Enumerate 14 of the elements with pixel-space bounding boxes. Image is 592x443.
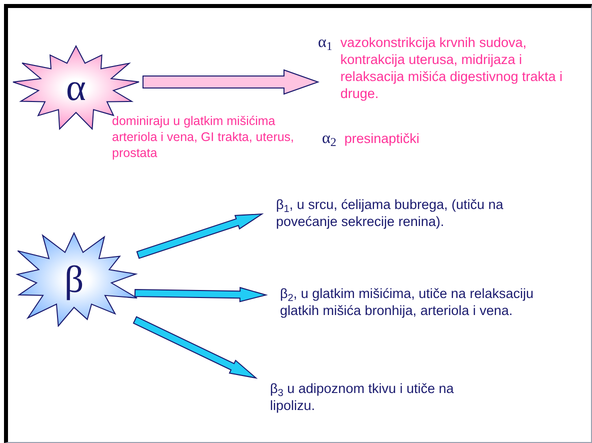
- annotation-text: dominiraju u glatkim mišićima arteriola i vena, GI trakta, uterus, prostata: [112, 113, 296, 161]
- block-arrow: [142, 69, 320, 95]
- greek-letter: α: [66, 68, 86, 106]
- block-arrow: [134, 286, 268, 302]
- receptor-description: β$_{1}$, u srcu, ćelijama bubrega, (utiču na povećanje sekrecije renina).: [276, 196, 504, 230]
- block-arrow: [136, 213, 264, 259]
- greek-letter: β: [64, 260, 84, 298]
- receptor-symbol: α$_{1}$: [318, 34, 332, 55]
- receptor-description: vazokonstrikcija krvnih sudova, kontrakcija uterusa, midrijaza i relaksacija mišića digestivnog trakta i druge.: [340, 34, 564, 102]
- receptor-description: β$_{3}$ u adipoznom tkivu i utiče na lipolizu.: [270, 380, 455, 414]
- block-arrow: [132, 316, 258, 379]
- receptor-description: β$_{2}$, u glatkim mišićima, utiče na relaksaciju glatkih mišića bronhija, arteriola i vena.: [280, 285, 534, 319]
- receptor-description: presinaptički: [344, 130, 420, 148]
- receptor-symbol: α$_{2}$: [322, 129, 336, 151]
